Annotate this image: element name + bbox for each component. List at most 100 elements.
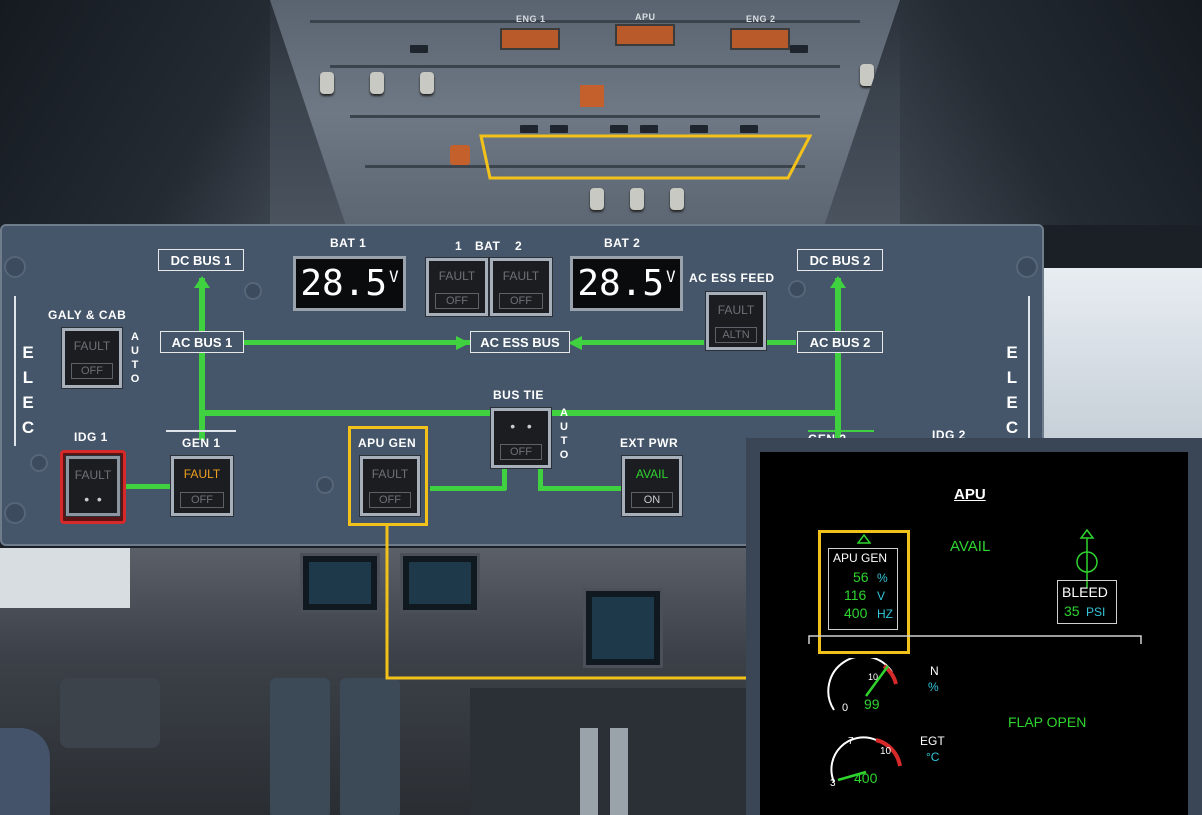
- ac-ess-feed-fault-legend: FAULT: [717, 303, 755, 317]
- bus-line-tie-right: [550, 410, 838, 416]
- ecam-title: APU: [954, 486, 986, 503]
- overhead-knob: [420, 72, 434, 94]
- bus-tie-label: BUS TIE: [493, 388, 544, 402]
- vertical-letter: T: [131, 359, 139, 371]
- gen1-label: GEN 1: [182, 436, 221, 450]
- elec-left-rule: [14, 296, 16, 446]
- seat-photo: [340, 678, 400, 815]
- vertical-letter: T: [560, 435, 568, 447]
- overhead-button: [740, 125, 758, 133]
- eng1-fire-button: [500, 28, 560, 50]
- overhead-knob: [370, 72, 384, 94]
- ecam-apu-gen-label: APU GEN: [833, 551, 888, 565]
- vertical-letter: O: [559, 449, 569, 461]
- ecam-bleed-label: BLEED: [1062, 584, 1108, 600]
- cockpit-window: [1044, 268, 1202, 438]
- overhead-button: [640, 125, 658, 133]
- overhead-amber-switch: [580, 85, 604, 107]
- apu-gen-fault-legend: FAULT: [371, 467, 409, 481]
- bus-tie-dots: • •: [510, 418, 532, 434]
- ecam-apu-gen-box: APU GEN 56 % 116 V 400 HZ: [828, 548, 898, 630]
- ac-bus-1: AC BUS 1: [160, 331, 244, 353]
- gen1-pushbutton[interactable]: FAULT OFF: [171, 456, 233, 516]
- vertical-letter: C: [21, 418, 35, 437]
- bat1-voltage-display: 28.5 V: [293, 256, 406, 311]
- vertical-letter: A: [560, 407, 568, 419]
- seat-photo: [270, 678, 330, 815]
- ecam-divider: [808, 635, 1142, 644]
- apu-gen-highlight: [348, 426, 428, 526]
- bat2-off-legend: OFF: [499, 293, 543, 309]
- apu-label: APU: [635, 12, 656, 22]
- gen1-rule: [166, 430, 236, 432]
- overhead-button: [410, 45, 428, 53]
- bus-line-apu-riser: [502, 468, 507, 490]
- ac-ess-feed-pushbutton[interactable]: FAULT ALTN: [706, 292, 766, 350]
- ecam-bleed-unit: PSI: [1086, 605, 1106, 619]
- apu-gen-triangle-icon: [857, 534, 871, 544]
- panel-screw: [244, 282, 262, 300]
- ac-ess-feed-altn-legend: ALTN: [715, 327, 757, 343]
- egt-label: EGT: [920, 734, 945, 748]
- arrow-right-ess: [456, 336, 470, 350]
- ecam-apu-gen-volts: 116: [844, 587, 867, 603]
- eng2-label: ENG 2: [746, 14, 776, 24]
- overhead-panel-photo: ENG 1 APU ENG 2: [270, 0, 900, 225]
- overhead-button: [610, 125, 628, 133]
- n-value: 99: [864, 696, 880, 712]
- bat1-voltage: 28.5: [300, 263, 388, 304]
- bat1-off-legend: OFF: [435, 293, 479, 309]
- bat2-pushbutton[interactable]: FAULT OFF: [490, 258, 552, 316]
- ecam-apu-gen-highlight: [818, 530, 910, 654]
- idg2-label-partial: IDG 2: [932, 428, 966, 440]
- eng1-label: ENG 1: [516, 14, 546, 24]
- sidestick-base: [60, 678, 160, 748]
- ac-ess-bus: AC ESS BUS: [470, 331, 570, 353]
- ecam-flap-open: FLAP OPEN: [1008, 714, 1087, 730]
- vertical-letter: E: [1006, 343, 1018, 362]
- bat-pb-label-2: 2: [515, 239, 523, 253]
- vertical-letter: L: [22, 368, 34, 387]
- vertical-letter: U: [560, 421, 568, 433]
- bat2-voltage: 28.5: [577, 263, 665, 304]
- panel-screw: [4, 502, 26, 524]
- panel-screw: [788, 280, 806, 298]
- arrow-up-dc1: [194, 276, 210, 288]
- ac-bus-2: AC BUS 2: [797, 331, 883, 353]
- bus-line-tie-left: [205, 410, 491, 416]
- ac-ess-feed-label: AC ESS FEED: [689, 271, 775, 285]
- idg1-guard[interactable]: FAULT • •: [60, 450, 126, 524]
- ext-pwr-pushbutton[interactable]: AVAIL ON: [622, 456, 682, 516]
- ecam-bleed-value: 35: [1064, 603, 1080, 619]
- cockpit-right-shadow: [900, 0, 1202, 225]
- arrow-up-dc2: [830, 276, 846, 288]
- apu-gen-pushbutton[interactable]: FAULT OFF: [360, 456, 420, 516]
- gen2-label-partial: GEN 2: [808, 430, 874, 442]
- overhead-button: [790, 45, 808, 53]
- ext-pwr-label: EXT PWR: [620, 436, 679, 450]
- panel-screw: [316, 476, 334, 494]
- egt-value: 400: [854, 770, 878, 786]
- egt-gauge: [830, 736, 902, 783]
- overhead-knob: [320, 72, 334, 94]
- n-label: N: [930, 664, 939, 678]
- idg1-dots: • •: [84, 491, 102, 507]
- bus-line-ext-pwr: [538, 486, 622, 491]
- idg1-label: IDG 1: [74, 430, 108, 444]
- apu-gen-off-legend: OFF: [369, 492, 411, 508]
- egt-tick-3: 3: [830, 778, 836, 789]
- bat1-pushbutton[interactable]: FAULT OFF: [426, 258, 488, 316]
- bat-pb-label-1: 1: [455, 239, 463, 253]
- vertical-letter: L: [1006, 368, 1018, 387]
- idg1-pushbutton[interactable]: FAULT • •: [66, 456, 120, 516]
- apu-gen-label: APU GEN: [358, 436, 417, 450]
- overhead-row: [310, 20, 860, 23]
- galy-cab-pushbutton[interactable]: FAULT OFF: [62, 328, 122, 388]
- ecam-screen-photo: [583, 588, 663, 668]
- vertical-letter: E: [1006, 393, 1018, 412]
- vertical-letter: E: [22, 393, 34, 412]
- bus-tie-pushbutton[interactable]: • • OFF: [491, 408, 551, 468]
- egt-unit: °C: [926, 750, 940, 764]
- ecam-apu-gen-load: 56: [853, 569, 869, 585]
